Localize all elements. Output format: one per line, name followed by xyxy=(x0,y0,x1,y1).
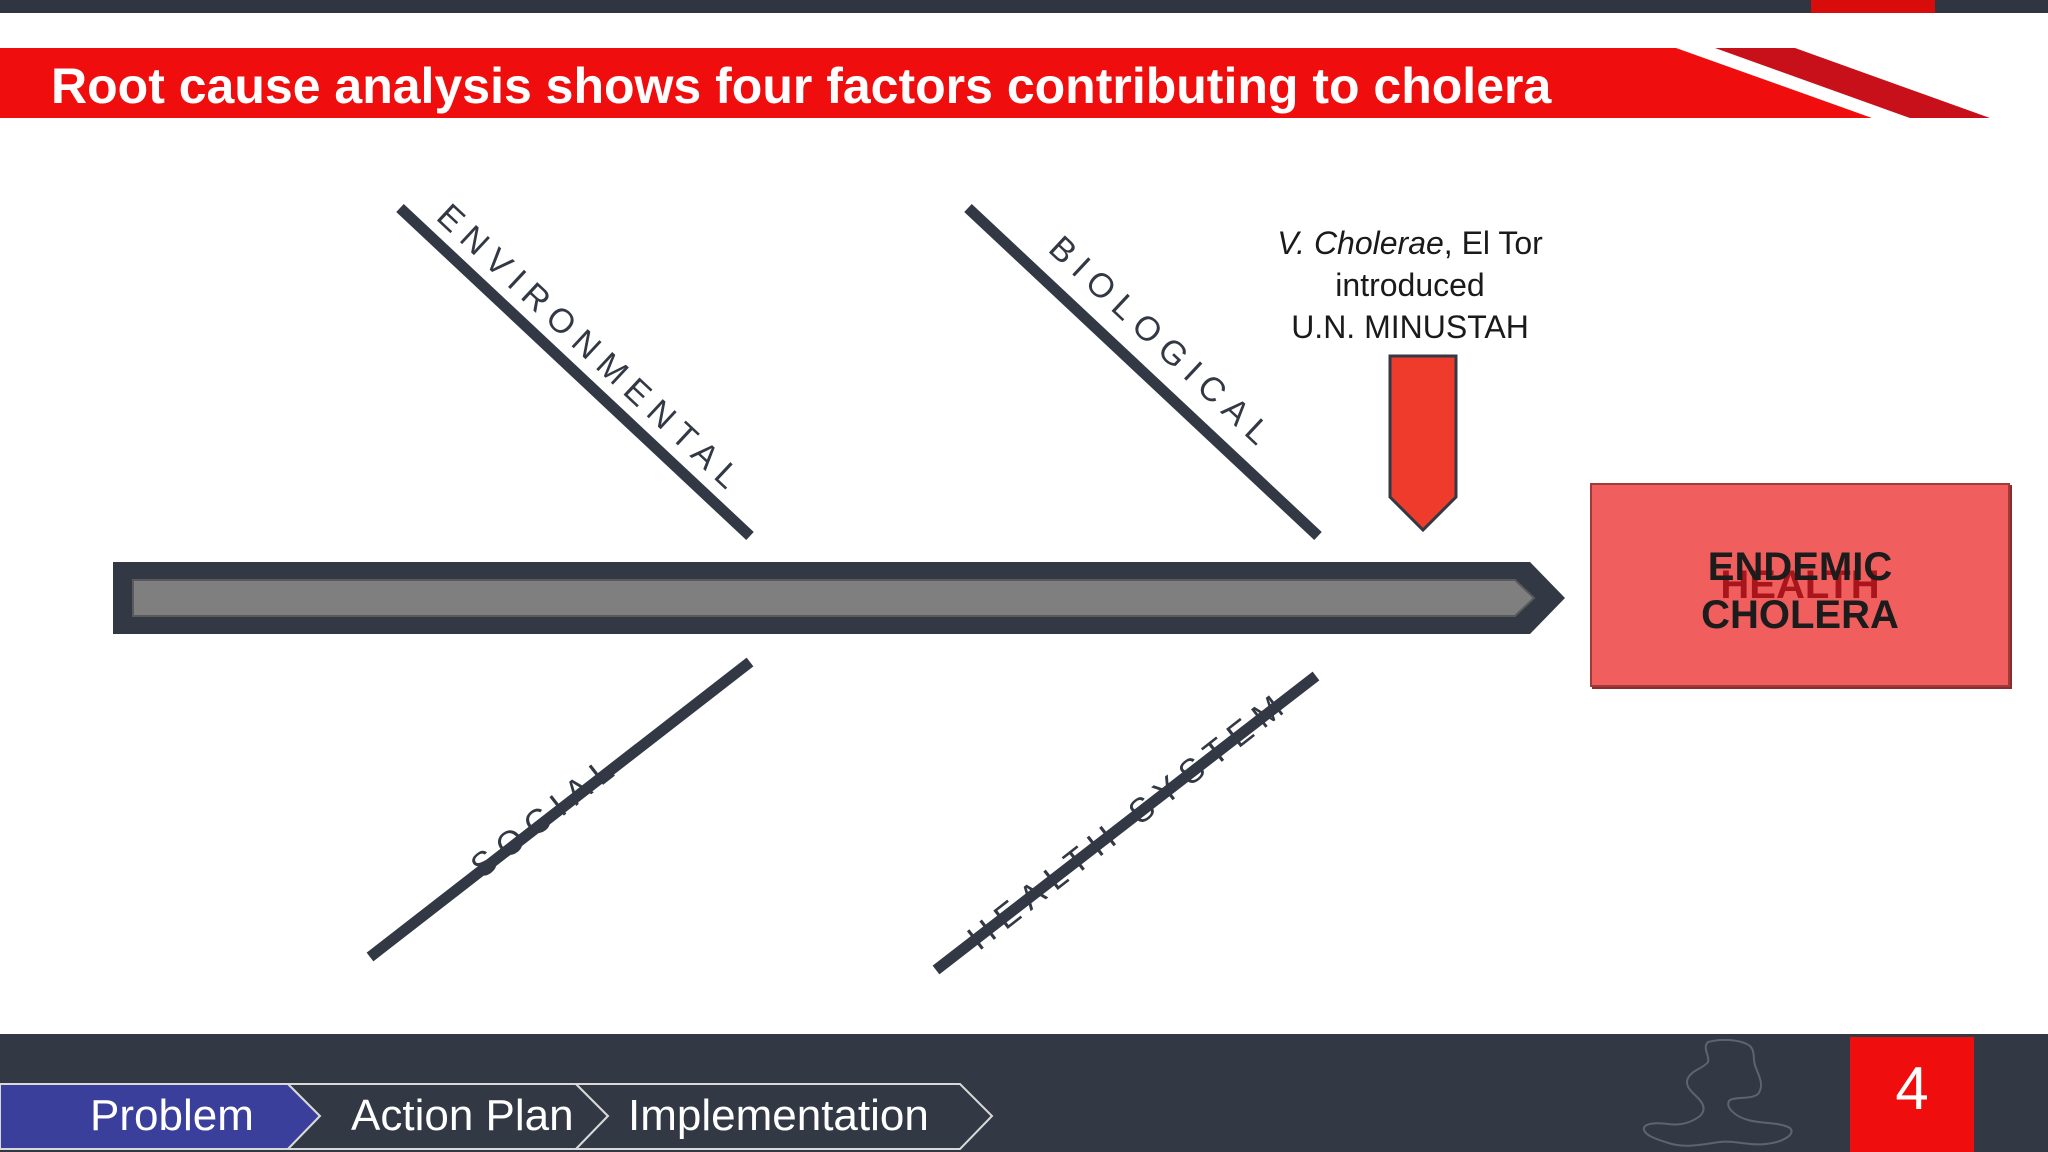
cause-note-organism: V. Cholerae xyxy=(1277,225,1444,261)
bone-health-system xyxy=(932,671,1320,975)
fishbone-diagram xyxy=(113,203,1565,975)
top-bar xyxy=(0,0,2048,13)
spine-inner xyxy=(132,579,1536,617)
cause-note-line2: introduced xyxy=(1335,267,1485,303)
nav-step-problem[interactable]: Problem xyxy=(90,1091,254,1140)
cause-note-line3: U.N. MINUSTAH xyxy=(1291,309,1529,345)
haiti-map-icon xyxy=(1642,1038,1793,1147)
cause-note: V. Cholerae, El Tor introduced U.N. MINU… xyxy=(1200,222,1620,348)
effect-line2: CHOLERA xyxy=(1701,593,1899,637)
page-number: 4 xyxy=(1850,1037,1974,1152)
title-banner xyxy=(0,48,1990,118)
cause-arrow xyxy=(1388,354,1458,533)
bone-biological xyxy=(964,203,1322,541)
effect-line1: ENDEMIC xyxy=(1707,545,1893,589)
effect-box: HEALTH ENDEMIC CHOLERA xyxy=(1590,483,2010,687)
bone-social xyxy=(366,657,754,962)
nav-step-implementation[interactable]: Implementation xyxy=(628,1091,929,1140)
effect-overlapped-text: HEALTH xyxy=(1720,563,1880,607)
nav-step-implementation-shape xyxy=(574,1083,994,1150)
cause-note-strain: , El Tor xyxy=(1443,225,1543,261)
top-accent xyxy=(1811,0,1935,13)
slide-title: Root cause analysis shows four factors c… xyxy=(51,58,1552,114)
bone-environmental xyxy=(396,203,754,541)
nav-step-action-plan[interactable]: Action Plan xyxy=(351,1091,574,1140)
effect-label: ENDEMIC CHOLERA xyxy=(1592,543,2008,639)
